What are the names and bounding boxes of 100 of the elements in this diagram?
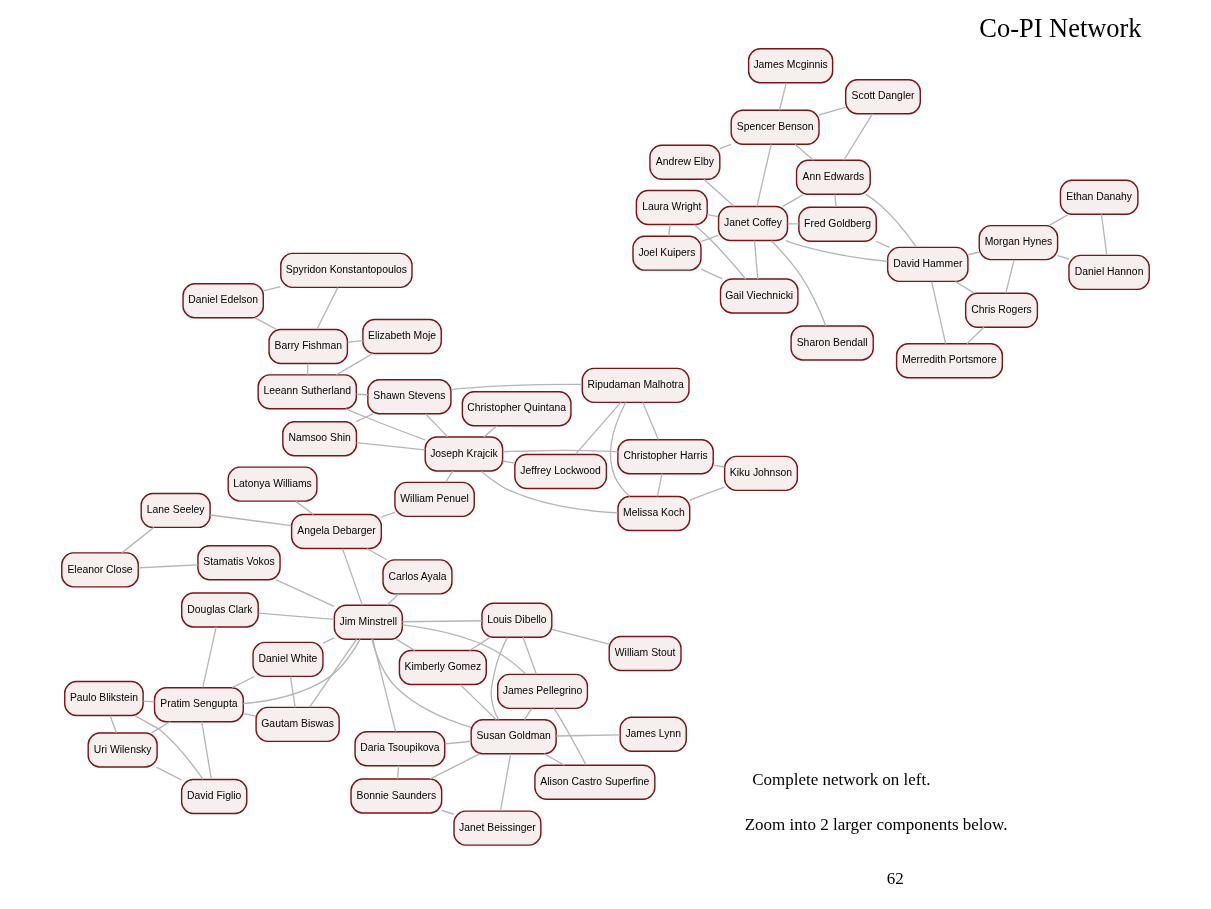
connector xyxy=(770,240,827,327)
connector xyxy=(109,715,118,734)
connector xyxy=(642,401,659,441)
node-box: Jim Minstrell xyxy=(333,604,403,640)
node-box: Scott Dangler xyxy=(845,79,921,115)
node-box: Joseph Krajcik xyxy=(424,436,504,472)
connector xyxy=(425,413,449,438)
connector xyxy=(1005,259,1015,294)
connector xyxy=(787,223,800,225)
connector xyxy=(719,143,732,150)
node-box: Elizabeth Moje xyxy=(362,318,442,355)
node-box: Namsoo Shin xyxy=(282,421,358,457)
node-box: James Lynn xyxy=(619,716,687,752)
connector xyxy=(371,638,397,733)
connector xyxy=(429,753,481,780)
connector xyxy=(794,143,815,161)
connector xyxy=(295,500,315,516)
connector xyxy=(656,473,663,498)
connector xyxy=(155,766,183,781)
node-box: Barry Fishman xyxy=(268,328,349,365)
node-box: Daria Tsoupikova xyxy=(354,731,446,767)
connector xyxy=(322,637,335,644)
connector xyxy=(700,234,720,242)
connector xyxy=(551,628,610,645)
connector xyxy=(706,213,719,218)
node-box: William Stout xyxy=(608,635,682,672)
connector xyxy=(483,425,498,438)
node-box: Ann Edwards xyxy=(795,159,871,195)
node-box: Paulo Blikstein xyxy=(64,680,144,717)
label: 62 xyxy=(886,869,904,889)
connector xyxy=(355,413,374,423)
connector xyxy=(401,624,527,675)
node-box: Merredith Portsmore xyxy=(895,343,1004,379)
connector xyxy=(756,143,772,208)
connector xyxy=(202,626,217,688)
connector xyxy=(242,712,257,717)
node-box: Bonnie Saunders xyxy=(350,778,443,814)
connector xyxy=(700,268,724,280)
node-box: Spencer Benson xyxy=(730,109,820,146)
node-box: David Hammer xyxy=(886,246,969,283)
connector xyxy=(865,193,918,248)
node-box: Douglas Clark xyxy=(181,592,259,628)
connector xyxy=(459,684,497,721)
connector xyxy=(289,675,296,708)
connector xyxy=(254,317,278,331)
node-box: Daniel Edelson xyxy=(182,283,264,319)
node-box: Christopher Quintana xyxy=(461,391,572,427)
connector xyxy=(137,564,199,569)
node-box: Spyridon Konstantopoulos xyxy=(280,252,413,289)
connector xyxy=(371,638,472,728)
node-box: Kiku Johnson xyxy=(723,455,799,492)
connector xyxy=(954,280,975,294)
connector xyxy=(262,286,282,292)
connector xyxy=(522,636,537,675)
connector xyxy=(967,251,980,256)
node-box: Chris Rogers xyxy=(964,292,1039,328)
connector xyxy=(966,326,985,345)
diagram-title: Co-PI Network xyxy=(979,12,1142,43)
connector xyxy=(668,224,671,237)
node-box: Pratim Sengupta xyxy=(153,687,244,723)
node-box: Janet Coffey xyxy=(717,205,789,242)
node-box: Alison Castro Superfine xyxy=(534,764,656,800)
connector xyxy=(782,193,805,208)
connector xyxy=(441,809,455,815)
connector xyxy=(396,765,400,780)
connector xyxy=(444,740,472,745)
connector xyxy=(778,82,787,111)
node-box: Carlos Ayala xyxy=(382,559,453,595)
connector xyxy=(693,224,747,280)
connector xyxy=(445,470,454,483)
connector xyxy=(875,240,891,248)
node-box: Gail Viechnicki xyxy=(719,278,799,314)
connector xyxy=(543,753,566,766)
connector xyxy=(366,547,388,561)
connector xyxy=(753,240,759,280)
label: Zoom into 2 larger components below. xyxy=(744,815,1008,835)
connector xyxy=(689,486,726,501)
connector xyxy=(818,106,847,116)
label: Complete network on left. xyxy=(752,770,931,790)
connector xyxy=(209,514,292,527)
connector xyxy=(1048,213,1070,227)
connector xyxy=(1100,213,1108,256)
node-box: Joel Kuipers xyxy=(632,235,702,271)
connector xyxy=(355,442,426,451)
node-box: Daniel White xyxy=(252,641,324,678)
connector xyxy=(450,383,583,391)
node-box: William Penuel xyxy=(394,481,475,518)
node-box: Kimberly Gomez xyxy=(398,649,487,686)
node-box: Uri Wilensky xyxy=(87,732,158,768)
node-box: Melissa Koch xyxy=(617,495,691,532)
connector xyxy=(231,675,256,689)
connector xyxy=(843,113,874,161)
connector xyxy=(345,408,426,441)
node-box: Sharon Bendall xyxy=(790,325,874,361)
node-box: Daniel Hannon xyxy=(1068,254,1150,291)
node-box: Gautam Biswas xyxy=(255,706,340,743)
node-box: Andrew Elby xyxy=(649,144,721,180)
node-box: James Mcginnis xyxy=(747,48,834,84)
connector xyxy=(555,734,621,737)
connector xyxy=(150,721,171,734)
